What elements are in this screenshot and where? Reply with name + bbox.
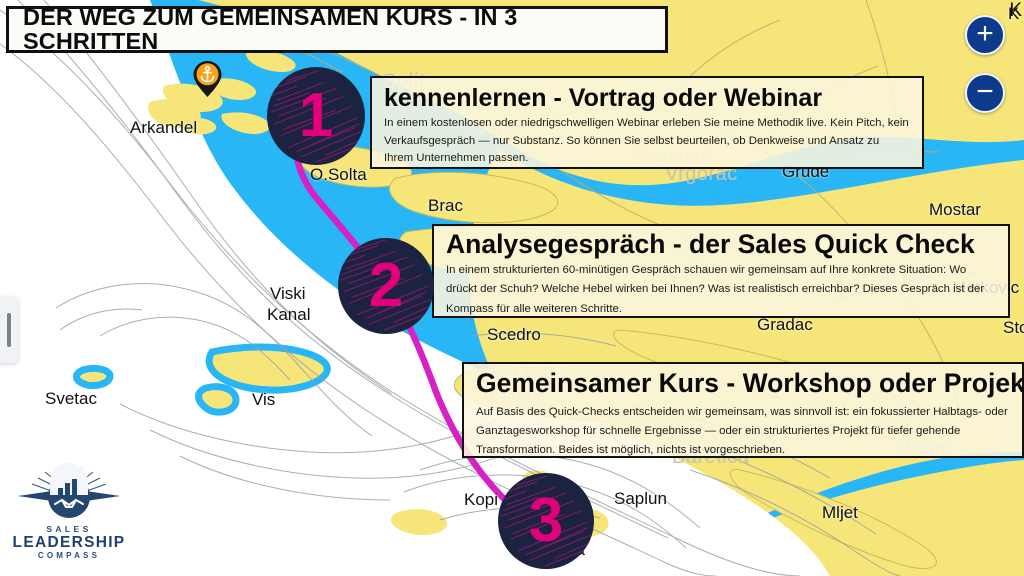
anchor-pin-graphic xyxy=(193,61,222,97)
step-2-heading: Analysegespräch - der Sales Quick Check xyxy=(446,229,975,259)
page-title: DER WEG ZUM GEMEINSAMEN KURS - IN 3 SCHR… xyxy=(6,4,668,54)
step-marker-3[interactable]: 3 xyxy=(498,473,594,569)
scratch-texture xyxy=(338,239,432,331)
step-1-number: 1 xyxy=(298,81,334,150)
step-1-heading: kennenlernen - Vortrag oder Webinar xyxy=(384,84,823,112)
scratch-texture xyxy=(498,475,591,567)
zoom-out-button[interactable]: − xyxy=(965,73,1005,113)
step-marker-1[interactable]: 1 xyxy=(267,67,365,165)
sidebar-drawer-handle[interactable] xyxy=(0,297,18,363)
zoom-in-button[interactable]: + xyxy=(965,15,1005,55)
drag-handle-icon xyxy=(6,313,11,347)
step-1-body: In einem kostenlosen oder niedrigschwell… xyxy=(384,117,909,165)
step-2-number: 2 xyxy=(368,251,404,320)
page-title-text: DER WEG ZUM GEMEINSAMEN KURS - IN 3 SCHR… xyxy=(23,4,518,54)
logo-line-3: COMPASS xyxy=(37,551,101,561)
logo-line-2: LEADERSHIP xyxy=(12,534,126,551)
minus-icon: − xyxy=(976,74,994,108)
map-edge-label: K xyxy=(1009,0,1022,21)
step-2-body: In einem strukturierten 60-minütigen Ges… xyxy=(446,263,985,315)
step-3-number: 3 xyxy=(528,486,564,555)
step-callout-2: Analysegespräch - der Sales Quick Check … xyxy=(432,224,1010,318)
anchor-pin-icon[interactable] xyxy=(192,60,223,98)
step-callout-1: kennenlernen - Vortrag oder Webinar In e… xyxy=(370,76,924,169)
step-3-body: Auf Basis des Quick-Checks entscheiden w… xyxy=(476,405,1008,457)
scratch-texture xyxy=(268,70,362,163)
step-3-heading: Gemeinsamer Kurs - Workshop oder Projekt xyxy=(476,368,1024,398)
brand-logo[interactable]: SALES LEADERSHIP COMPASS xyxy=(12,462,126,566)
logo-line-1: SALES xyxy=(46,524,92,534)
step-callout-3: Gemeinsamer Kurs - Workshop oder Projekt… xyxy=(462,362,1024,458)
compass-bar-chart-handshake-icon xyxy=(12,462,126,522)
logo-graphic xyxy=(18,463,120,518)
step-marker-2[interactable]: 2 xyxy=(338,238,434,334)
plus-icon: + xyxy=(976,16,994,50)
